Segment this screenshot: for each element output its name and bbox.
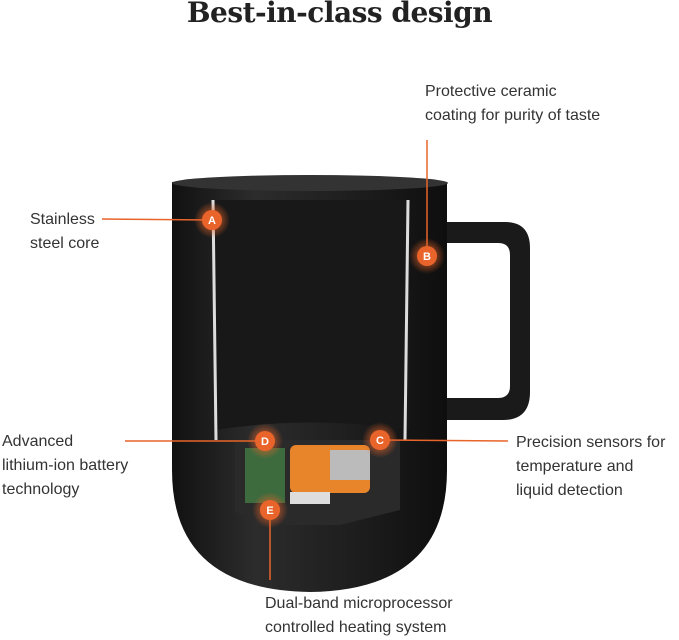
svg-text:D: D [261, 436, 269, 448]
callout-line: coating for purity of taste [425, 107, 601, 124]
callout-e-label: Dual-band microprocessor controlled heat… [265, 592, 453, 640]
callout-line: controlled heating system [265, 619, 447, 636]
marker-b: B [409, 238, 445, 274]
callout-line: Stainless [30, 211, 95, 228]
callout-c-label: Precision sensors for temperature and li… [516, 431, 665, 503]
marker-c: C [362, 422, 398, 458]
callout-line: steel core [30, 235, 100, 252]
sensor-module [330, 450, 370, 480]
svg-text:E: E [266, 505, 273, 517]
mug-cavity [215, 200, 410, 430]
callout-line: temperature and [516, 458, 634, 475]
callout-line: Protective ceramic [425, 83, 557, 100]
steel-core-right [403, 199, 410, 441]
callout-line: liquid detection [516, 482, 623, 499]
marker-a: A [194, 202, 230, 238]
svg-text:C: C [376, 435, 384, 447]
marker-d: D [247, 423, 283, 459]
callout-b-label: Protective ceramic coating for purity of… [425, 80, 600, 128]
connector [290, 492, 330, 504]
callout-a-label: Stainless steel core [30, 208, 99, 256]
callout-line: Precision sensors for [516, 434, 666, 451]
steel-core-left [211, 199, 218, 441]
callout-line: technology [2, 481, 80, 498]
mug-rim [172, 175, 448, 191]
callout-line: lithium-ion battery [2, 457, 129, 474]
mug-handle [440, 222, 530, 420]
svg-text:A: A [208, 215, 216, 227]
marker-e: E [252, 492, 288, 528]
callout-d-label: Advanced lithium-ion battery technology [2, 430, 128, 502]
callout-line: Advanced [2, 433, 74, 450]
page-title: Best-in-class design [186, 0, 493, 29]
callout-line: Dual-band microprocessor [265, 595, 453, 612]
svg-text:B: B [423, 251, 431, 263]
